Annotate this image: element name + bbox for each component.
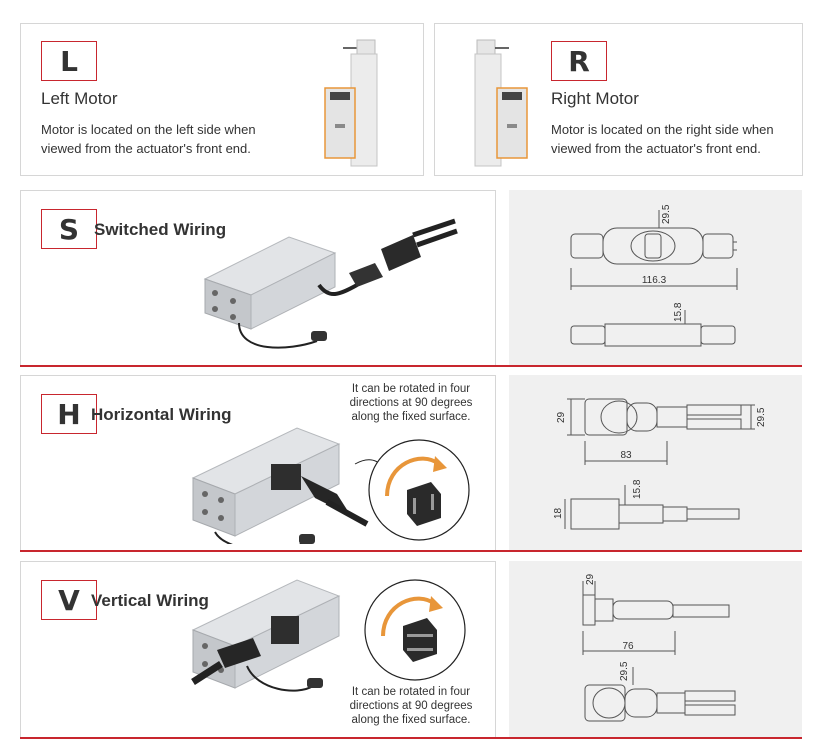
- switched-wiring-card: S Switched Wiring: [20, 190, 496, 366]
- horizontal-dimension-drawing: 29 29.5 83 15.8 18: [553, 398, 767, 530]
- left-motor-desc-2: viewed from the actuator's front end.: [41, 141, 251, 156]
- horizontal-note-2: directions at 90 degrees: [349, 397, 473, 409]
- horizontal-dim-left: 29: [556, 411, 567, 423]
- switched-letter: S: [41, 209, 97, 249]
- horizontal-dim-side-b: 18: [553, 507, 564, 519]
- left-motor-desc-1: Motor is located on the left side when: [41, 122, 256, 137]
- vertical-actuator-illustration: [191, 579, 341, 692]
- right-motor-desc-2: viewed from the actuator's front end.: [551, 141, 761, 156]
- vertical-divider: [20, 737, 802, 739]
- vertical-dim-top: 29: [585, 573, 596, 585]
- horizontal-letter: H: [41, 394, 97, 434]
- switched-dim-side: 15.8: [673, 302, 684, 322]
- switched-dim-length: 116.3: [642, 275, 667, 286]
- horizontal-dim-right: 29.5: [756, 407, 767, 427]
- right-motor-card: R Right Motor Motor is located on the ri…: [434, 23, 803, 176]
- vertical-rotation-inset: [364, 579, 466, 681]
- switched-drawing-panel: 29.5 116.3 15.8: [509, 190, 802, 366]
- horizontal-title: Horizontal Wiring: [91, 405, 232, 424]
- switched-divider: [20, 365, 802, 367]
- switched-actuator-illustration: [203, 218, 458, 349]
- vertical-dimension-drawing: 29 76 29.5: [582, 573, 736, 722]
- horizontal-wiring-card: H Horizontal Wiring It can be rotated in…: [20, 375, 496, 551]
- horizontal-note-1: It can be rotated in four: [351, 383, 471, 395]
- left-motor-card: L Left Motor Motor is located on the lef…: [20, 23, 424, 176]
- left-motor-letter: L: [41, 41, 97, 81]
- switched-dim-height: 29.5: [661, 204, 672, 224]
- vertical-note-1: It can be rotated in four: [351, 686, 471, 698]
- horizontal-note-3: along the fixed surface.: [351, 411, 471, 423]
- horizontal-divider: [20, 550, 802, 552]
- vertical-wiring-card: V Vertical Wiring It can be rotated in f…: [20, 561, 496, 738]
- switched-dimension-drawing: 29.5 116.3 15.8: [570, 204, 738, 347]
- right-motor-illustration: [474, 39, 528, 167]
- left-motor-title: Left Motor: [41, 89, 118, 108]
- right-motor-desc-1: Motor is located on the right side when: [551, 122, 774, 137]
- horizontal-dim-side-a: 15.8: [632, 479, 643, 499]
- horizontal-drawing-panel: 29 29.5 83 15.8 18: [509, 375, 802, 551]
- vertical-dim-bottom: 29.5: [619, 661, 630, 681]
- vertical-note-2: directions at 90 degrees: [349, 700, 473, 712]
- left-motor-illustration: [324, 39, 378, 167]
- horizontal-rotation-inset: [368, 439, 470, 541]
- vertical-title: Vertical Wiring: [91, 591, 209, 610]
- vertical-dim-length: 76: [622, 641, 634, 652]
- right-motor-letter: R: [551, 41, 607, 81]
- vertical-drawing-panel: 29 76 29.5: [509, 561, 802, 738]
- switched-title: Switched Wiring: [94, 220, 227, 239]
- right-motor-title: Right Motor: [551, 89, 639, 108]
- horizontal-dim-length: 83: [620, 450, 632, 461]
- horizontal-actuator-illustration: [191, 427, 384, 544]
- vertical-note-3: along the fixed surface.: [351, 714, 471, 726]
- vertical-letter: V: [41, 580, 97, 620]
